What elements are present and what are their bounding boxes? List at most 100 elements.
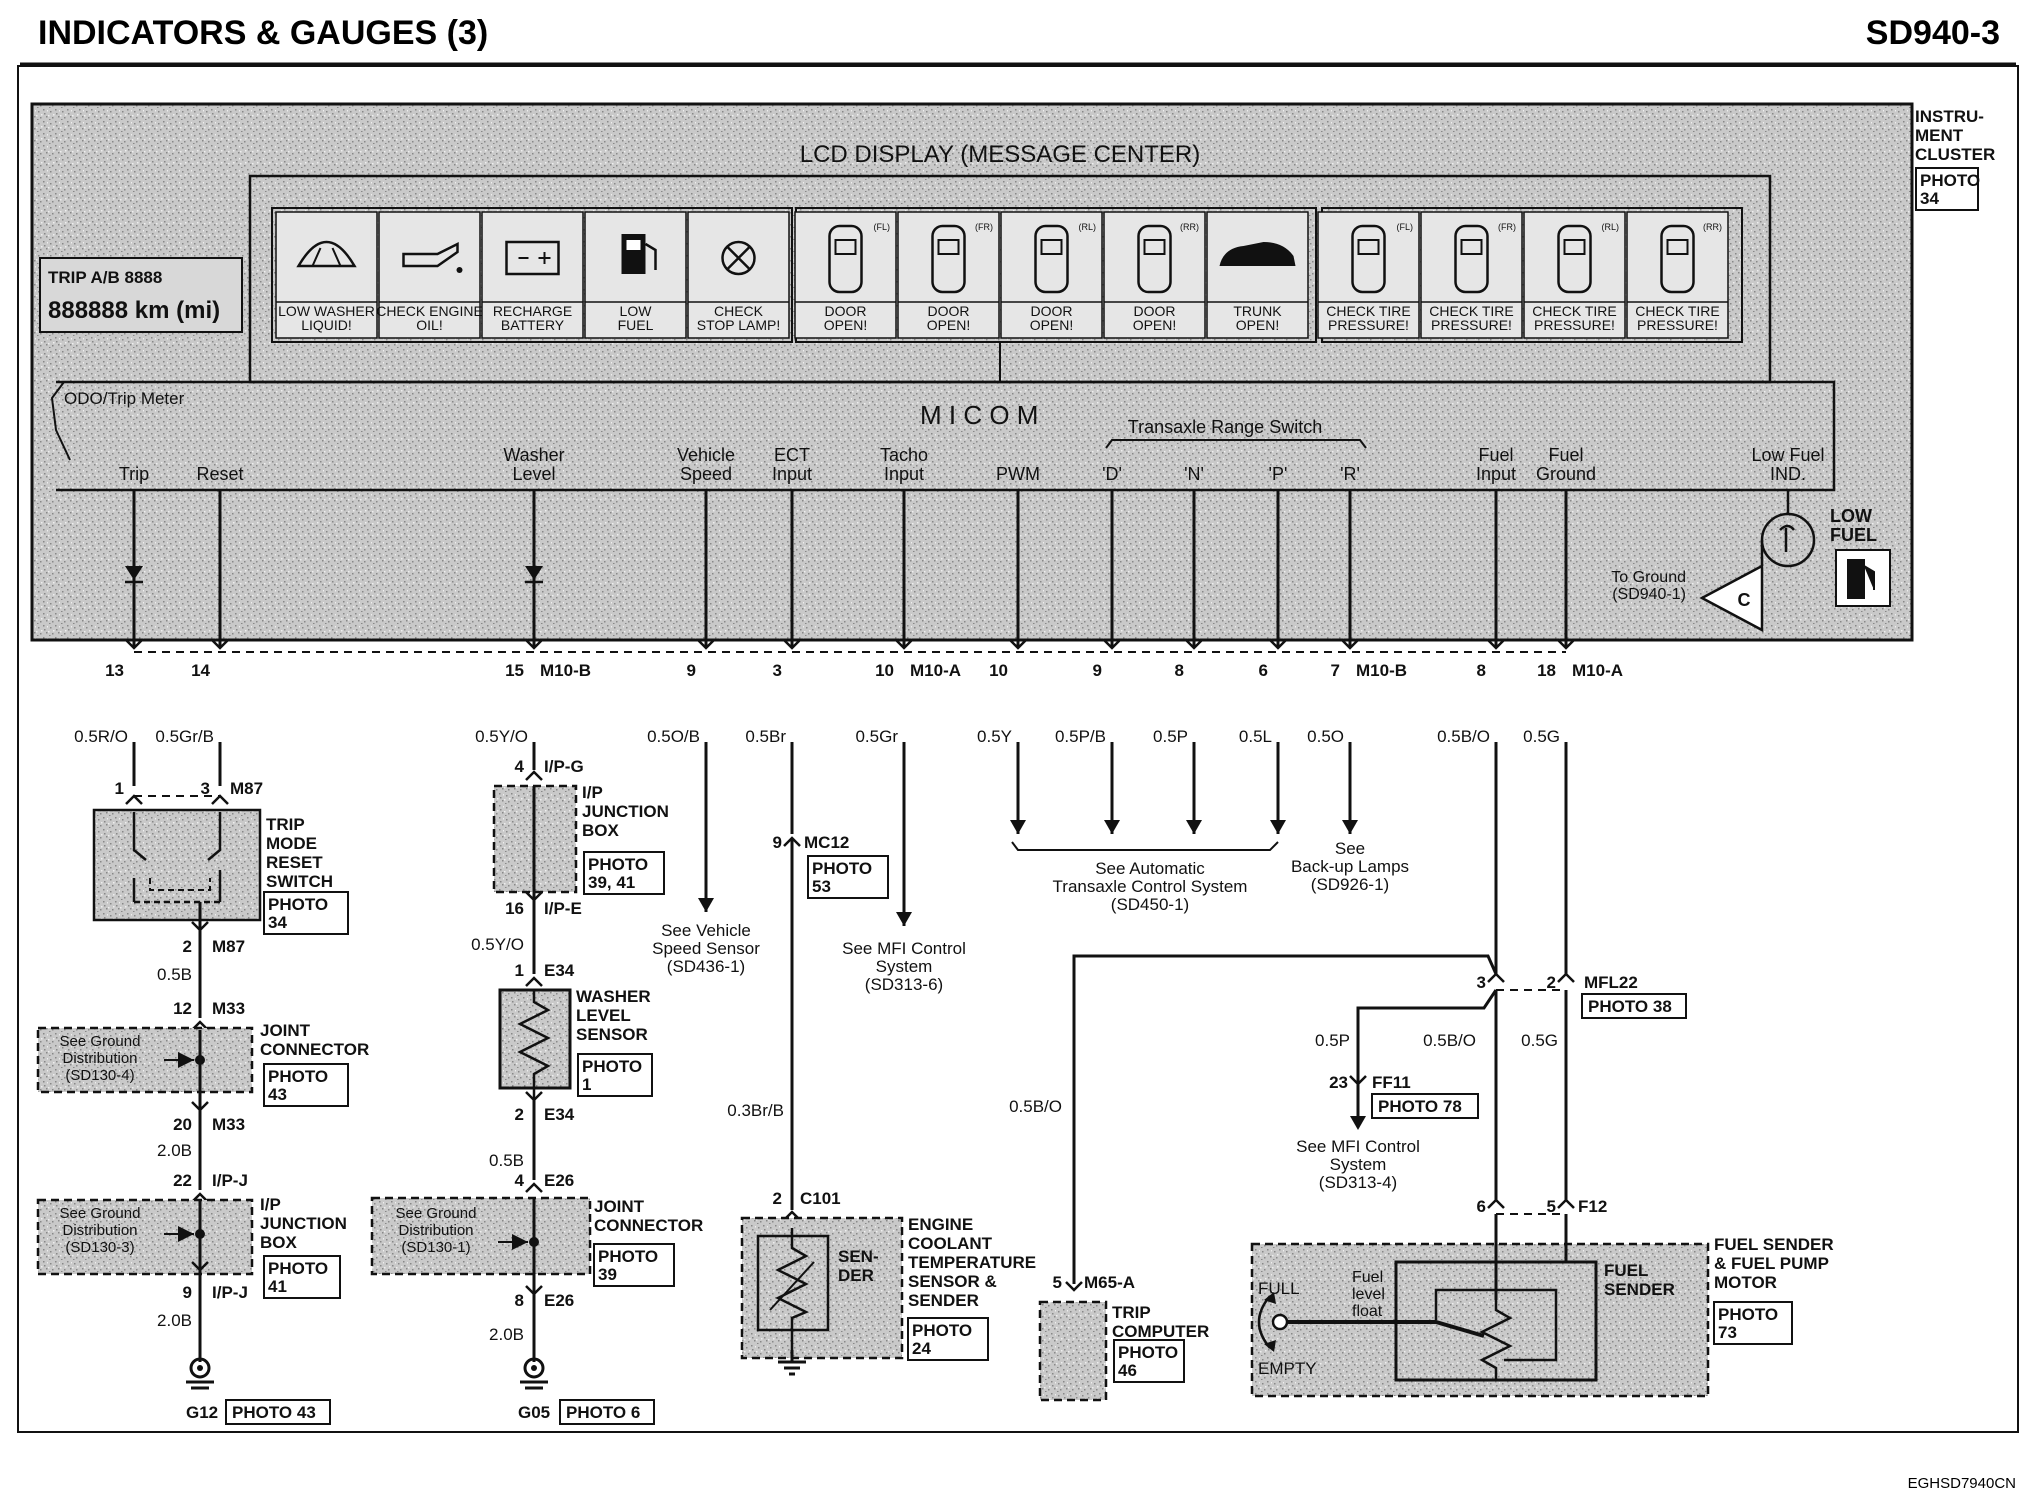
jc-e26-photo-line: 39	[598, 1265, 617, 1284]
jc-e26-body	[372, 1198, 590, 1274]
car-top	[931, 224, 966, 294]
ground-g05-photo-frame	[559, 1399, 655, 1425]
micom-input-10-pin: 7	[1331, 661, 1340, 680]
m33-connector-top-line: M33	[212, 999, 245, 1018]
micom-input-3-label-line: Speed	[680, 464, 732, 484]
tile-5-label-line: OPEN!	[824, 317, 868, 333]
car-door-icon	[828, 224, 863, 294]
micom-input-2-wire-spec: 0.5Y/O	[475, 727, 528, 746]
tile-tag: (FR)	[1498, 222, 1516, 232]
diode-icon	[525, 566, 543, 580]
fuel-input-wire-spec-2-line: 0.5B/O	[1423, 1031, 1476, 1050]
micom-input-1-wire-spec-line: 0.5Gr/B	[155, 727, 214, 746]
e34-pin-1: 1	[515, 961, 524, 980]
micom-input-11-wire-spec: 0.5B/O	[1437, 727, 1490, 746]
tile-tag: (RR)	[1703, 222, 1722, 232]
to-ground-ref-line: To Ground	[1611, 569, 1686, 586]
micom-input-11-pin-line: 8	[1477, 661, 1486, 680]
trip-computer-photo-frame	[1113, 1339, 1185, 1383]
connector-chevron-icon	[1487, 1198, 1505, 1209]
vehicle-speed-ref-line: See Vehicle	[661, 921, 751, 940]
washer-icon	[296, 240, 357, 268]
micom-input-0-pin-chevron-icon	[125, 639, 143, 650]
washer-sensor-label-line: LEVEL	[576, 1006, 631, 1025]
f12-pin-6: 6	[1477, 1197, 1486, 1216]
car-top	[1034, 224, 1069, 294]
micom-input-9-label-line: 'P'	[1269, 464, 1288, 484]
ipj-ref-line: Distribution	[62, 1222, 137, 1239]
micom-input-10-label-line: 'R'	[1340, 464, 1360, 484]
ground-letter: C	[1738, 590, 1751, 610]
ect-photo-line: PHOTO	[912, 1321, 972, 1340]
micom-input-10-connector: M10-B	[1356, 661, 1407, 680]
f12-connector: F12	[1578, 1197, 1607, 1216]
tile-6-label-line: DOOR	[928, 303, 970, 319]
micom-label-line: M I C O M	[920, 400, 1038, 430]
trip-computer-wire-spec: 0.5B/O	[1009, 1097, 1062, 1116]
f12-connector-line: F12	[1578, 1197, 1607, 1216]
trip-computer-body	[1040, 1302, 1106, 1400]
tile-tag: (RL)	[1079, 222, 1097, 232]
ip-junction-label-line: I/P	[582, 783, 603, 802]
micom-input-6-wire-spec-line: 0.5Y	[977, 727, 1012, 746]
e34-pin-1-line: 1	[515, 961, 524, 980]
washer-wire-05b-line: 0.5B	[489, 1151, 524, 1170]
micom-input-2-connector: M10-B	[540, 661, 591, 680]
ect-label-line: ENGINE	[908, 1215, 973, 1234]
tile-7-frame	[1000, 211, 1103, 339]
mc12-pin-9-line: 9	[773, 833, 782, 852]
ff11-connector: FF11	[1372, 1073, 1411, 1092]
mfl22-pin-2-line: 2	[1547, 973, 1556, 992]
washer-spray	[311, 247, 342, 267]
mc12-photo-line: PHOTO	[812, 859, 872, 878]
trip-switch-label-line: RESET	[266, 853, 323, 872]
tile-13-label-line: CHECK TIRE	[1635, 303, 1720, 319]
jc-m33-label-line: CONNECTOR	[260, 1040, 369, 1059]
ipg-connector-line: I/P-G	[544, 757, 584, 776]
ff11-wire-spec-line: 0.5P	[1315, 1031, 1350, 1050]
car-door-icon	[1034, 224, 1069, 294]
fuel-module-photo-frame	[1713, 1301, 1793, 1345]
connector-chevron-icon	[1557, 972, 1575, 983]
ect-sender-text-line: SEN-	[838, 1247, 879, 1266]
ipj-ref-line: See Ground	[60, 1205, 141, 1222]
tile-6-label-line: OPEN!	[927, 317, 971, 333]
washer-sensor-label-line: SENSOR	[576, 1025, 648, 1044]
pump-window	[626, 240, 641, 250]
tile-tag: (RL)	[1602, 222, 1620, 232]
odo-display-text-line: 888888 km (mi)	[48, 297, 220, 324]
ipg-pin-4-line: 4	[515, 757, 525, 776]
trip-switch-common	[149, 878, 211, 891]
tacho-ref-line: See MFI Control	[842, 939, 966, 958]
washer-sensor-body	[500, 990, 570, 1088]
mfl22-connector: MFL22	[1584, 973, 1638, 992]
trip-switch-connector: M87	[230, 779, 263, 798]
ipe-connector-line: I/P-E	[544, 899, 582, 918]
tile-1-label-line: CHECK ENGINE	[376, 303, 483, 319]
washer-wire-20b-line: 2.0B	[489, 1325, 524, 1344]
fuel-module-photo-line: PHOTO	[1718, 1305, 1778, 1324]
micom-input-1-pin: 14	[191, 661, 210, 680]
oil-can-icon	[402, 241, 463, 273]
trip-switch-label-line: SWITCH	[266, 872, 333, 891]
m33-pin-20: 20	[173, 1115, 192, 1134]
vehicle-speed-ref-line: (SD436-1)	[667, 957, 745, 976]
tacho-arrow-icon	[896, 912, 912, 926]
low-fuel-label-line: FUEL	[1830, 525, 1877, 545]
ect-thermistor-slash	[769, 1261, 815, 1311]
fuel-float-label-line: level	[1352, 1286, 1385, 1303]
ect-label-line: COOLANT	[908, 1234, 993, 1253]
micom-input-1-pin-line: 14	[191, 661, 210, 680]
ground-g05-label-line: G05	[518, 1403, 550, 1422]
car-door-icon	[1137, 224, 1172, 294]
tacho-ref-line: (SD313-6)	[865, 975, 943, 994]
ip-junction-label-line: BOX	[582, 821, 620, 840]
mfl22-photo: PHOTO 38	[1588, 997, 1672, 1016]
